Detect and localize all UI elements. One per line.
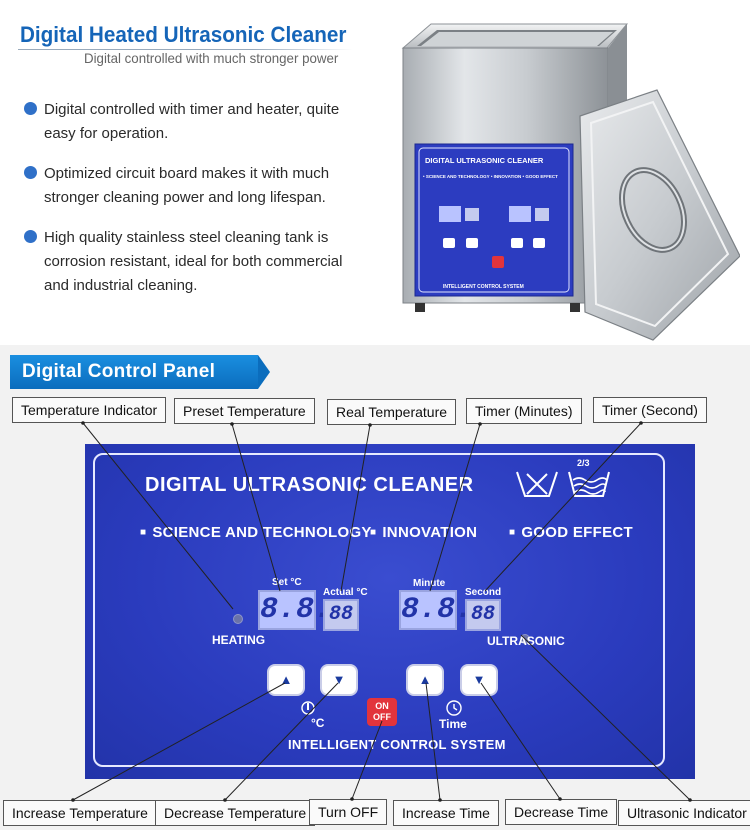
bullet-icon: [24, 166, 37, 179]
timer-second-display: 88: [465, 599, 501, 631]
product-header-section: Digital Heated Ultrasonic Cleaner Digita…: [0, 0, 750, 345]
callout-temperature-indicator: Temperature Indicator: [12, 397, 167, 423]
feature-item: Digital controlled with timer and heater…: [22, 98, 352, 146]
panel-footer: INTELLIGENT CONTROL SYSTEM: [288, 737, 506, 752]
clock-icon: [446, 700, 462, 716]
panel-title: DIGITAL ULTRASONIC CLEANER: [145, 474, 474, 496]
bullet-icon: [24, 102, 37, 115]
thermometer-icon: [301, 701, 315, 715]
preset-temperature-display: 8.8.: [258, 590, 332, 630]
callout-turn-off: Turn OFF: [309, 799, 388, 825]
decrease-time-button[interactable]: ▼: [462, 666, 496, 694]
callout-real-temperature: Real Temperature: [327, 399, 457, 425]
svg-text:• SCIENCE AND TECHNOLOGY •: • SCIENCE AND TECHNOLOGY • INNOVATION • …: [423, 174, 558, 179]
heating-label: HEATING: [212, 633, 266, 647]
ultrasonic-cleaner-image: DIGITAL ULTRASONIC CLEANER • SCIENCE AND…: [401, 23, 740, 341]
feature-item: High quality stainless steel cleaning ta…: [22, 226, 352, 298]
increase-temperature-button[interactable]: ▲: [269, 666, 303, 694]
page-subtitle: Digital controlled with much stronger po…: [84, 50, 339, 66]
panel-slogan: ■SCIENCE AND TECHNOLOGY: [140, 524, 372, 541]
set-temperature-label: Set °C: [272, 577, 302, 588]
timer-minutes-display: 8.8.: [399, 590, 473, 630]
panel-slogan: ■GOOD EFFECT: [509, 524, 633, 541]
second-label: Second: [465, 587, 502, 598]
panel-slogan: ■INNOVATION: [370, 524, 478, 541]
title-underline: [18, 49, 353, 50]
temperature-indicator-led: [233, 614, 243, 624]
svg-text:DIGITAL ULTRASONIC CLEANER: DIGITAL ULTRASONIC CLEANER: [425, 156, 544, 165]
callout-increase-time: Increase Time: [393, 800, 499, 826]
feature-text: Digital controlled with timer and heater…: [44, 101, 340, 142]
callout-decrease-time: Decrease Time: [505, 799, 618, 825]
callout-timer-minutes: Timer (Minutes): [466, 398, 582, 424]
increase-time-button[interactable]: ▲: [408, 666, 442, 694]
callout-decrease-temperature: Decrease Temperature: [155, 800, 316, 826]
time-label: Time: [439, 717, 467, 731]
bullet-icon: [24, 230, 37, 243]
temperature-unit-label: °C: [311, 716, 325, 730]
feature-item: Optimized circuit board makes it with mu…: [22, 162, 352, 210]
feature-list: Digital controlled with timer and heater…: [22, 98, 352, 314]
callout-preset-temperature: Preset Temperature: [174, 398, 315, 424]
real-temperature-display: 88: [323, 599, 359, 631]
level-mark: 2/3: [577, 458, 590, 468]
control-panel: DIGITAL ULTRASONIC CLEANER 2/3 ■SCIENCE …: [85, 444, 695, 779]
callout-timer-second: Timer (Second): [593, 397, 707, 423]
page-title: Digital Heated Ultrasonic Cleaner: [20, 22, 347, 47]
callout-ultrasonic-indicator: Ultrasonic Indicator: [618, 800, 750, 826]
ultrasonic-label: ULTRASONIC: [487, 634, 565, 648]
section-heading: Digital Control Panel: [10, 355, 258, 389]
callout-increase-temperature: Increase Temperature: [3, 800, 157, 826]
feature-text: Optimized circuit board makes it with mu…: [44, 165, 330, 206]
wash-symbol-icon: [516, 471, 610, 497]
svg-text:INTELLIGENT CONTROL SYSTEM: INTELLIGENT CONTROL SYSTEM: [443, 284, 524, 290]
control-panel-section: Digital Control Panel Temperature Indica…: [0, 345, 750, 830]
minute-label: Minute: [413, 578, 446, 589]
decrease-temperature-button[interactable]: ▼: [322, 666, 356, 694]
feature-text: High quality stainless steel cleaning ta…: [44, 229, 343, 294]
actual-temperature-label: Actual °C: [323, 587, 368, 598]
